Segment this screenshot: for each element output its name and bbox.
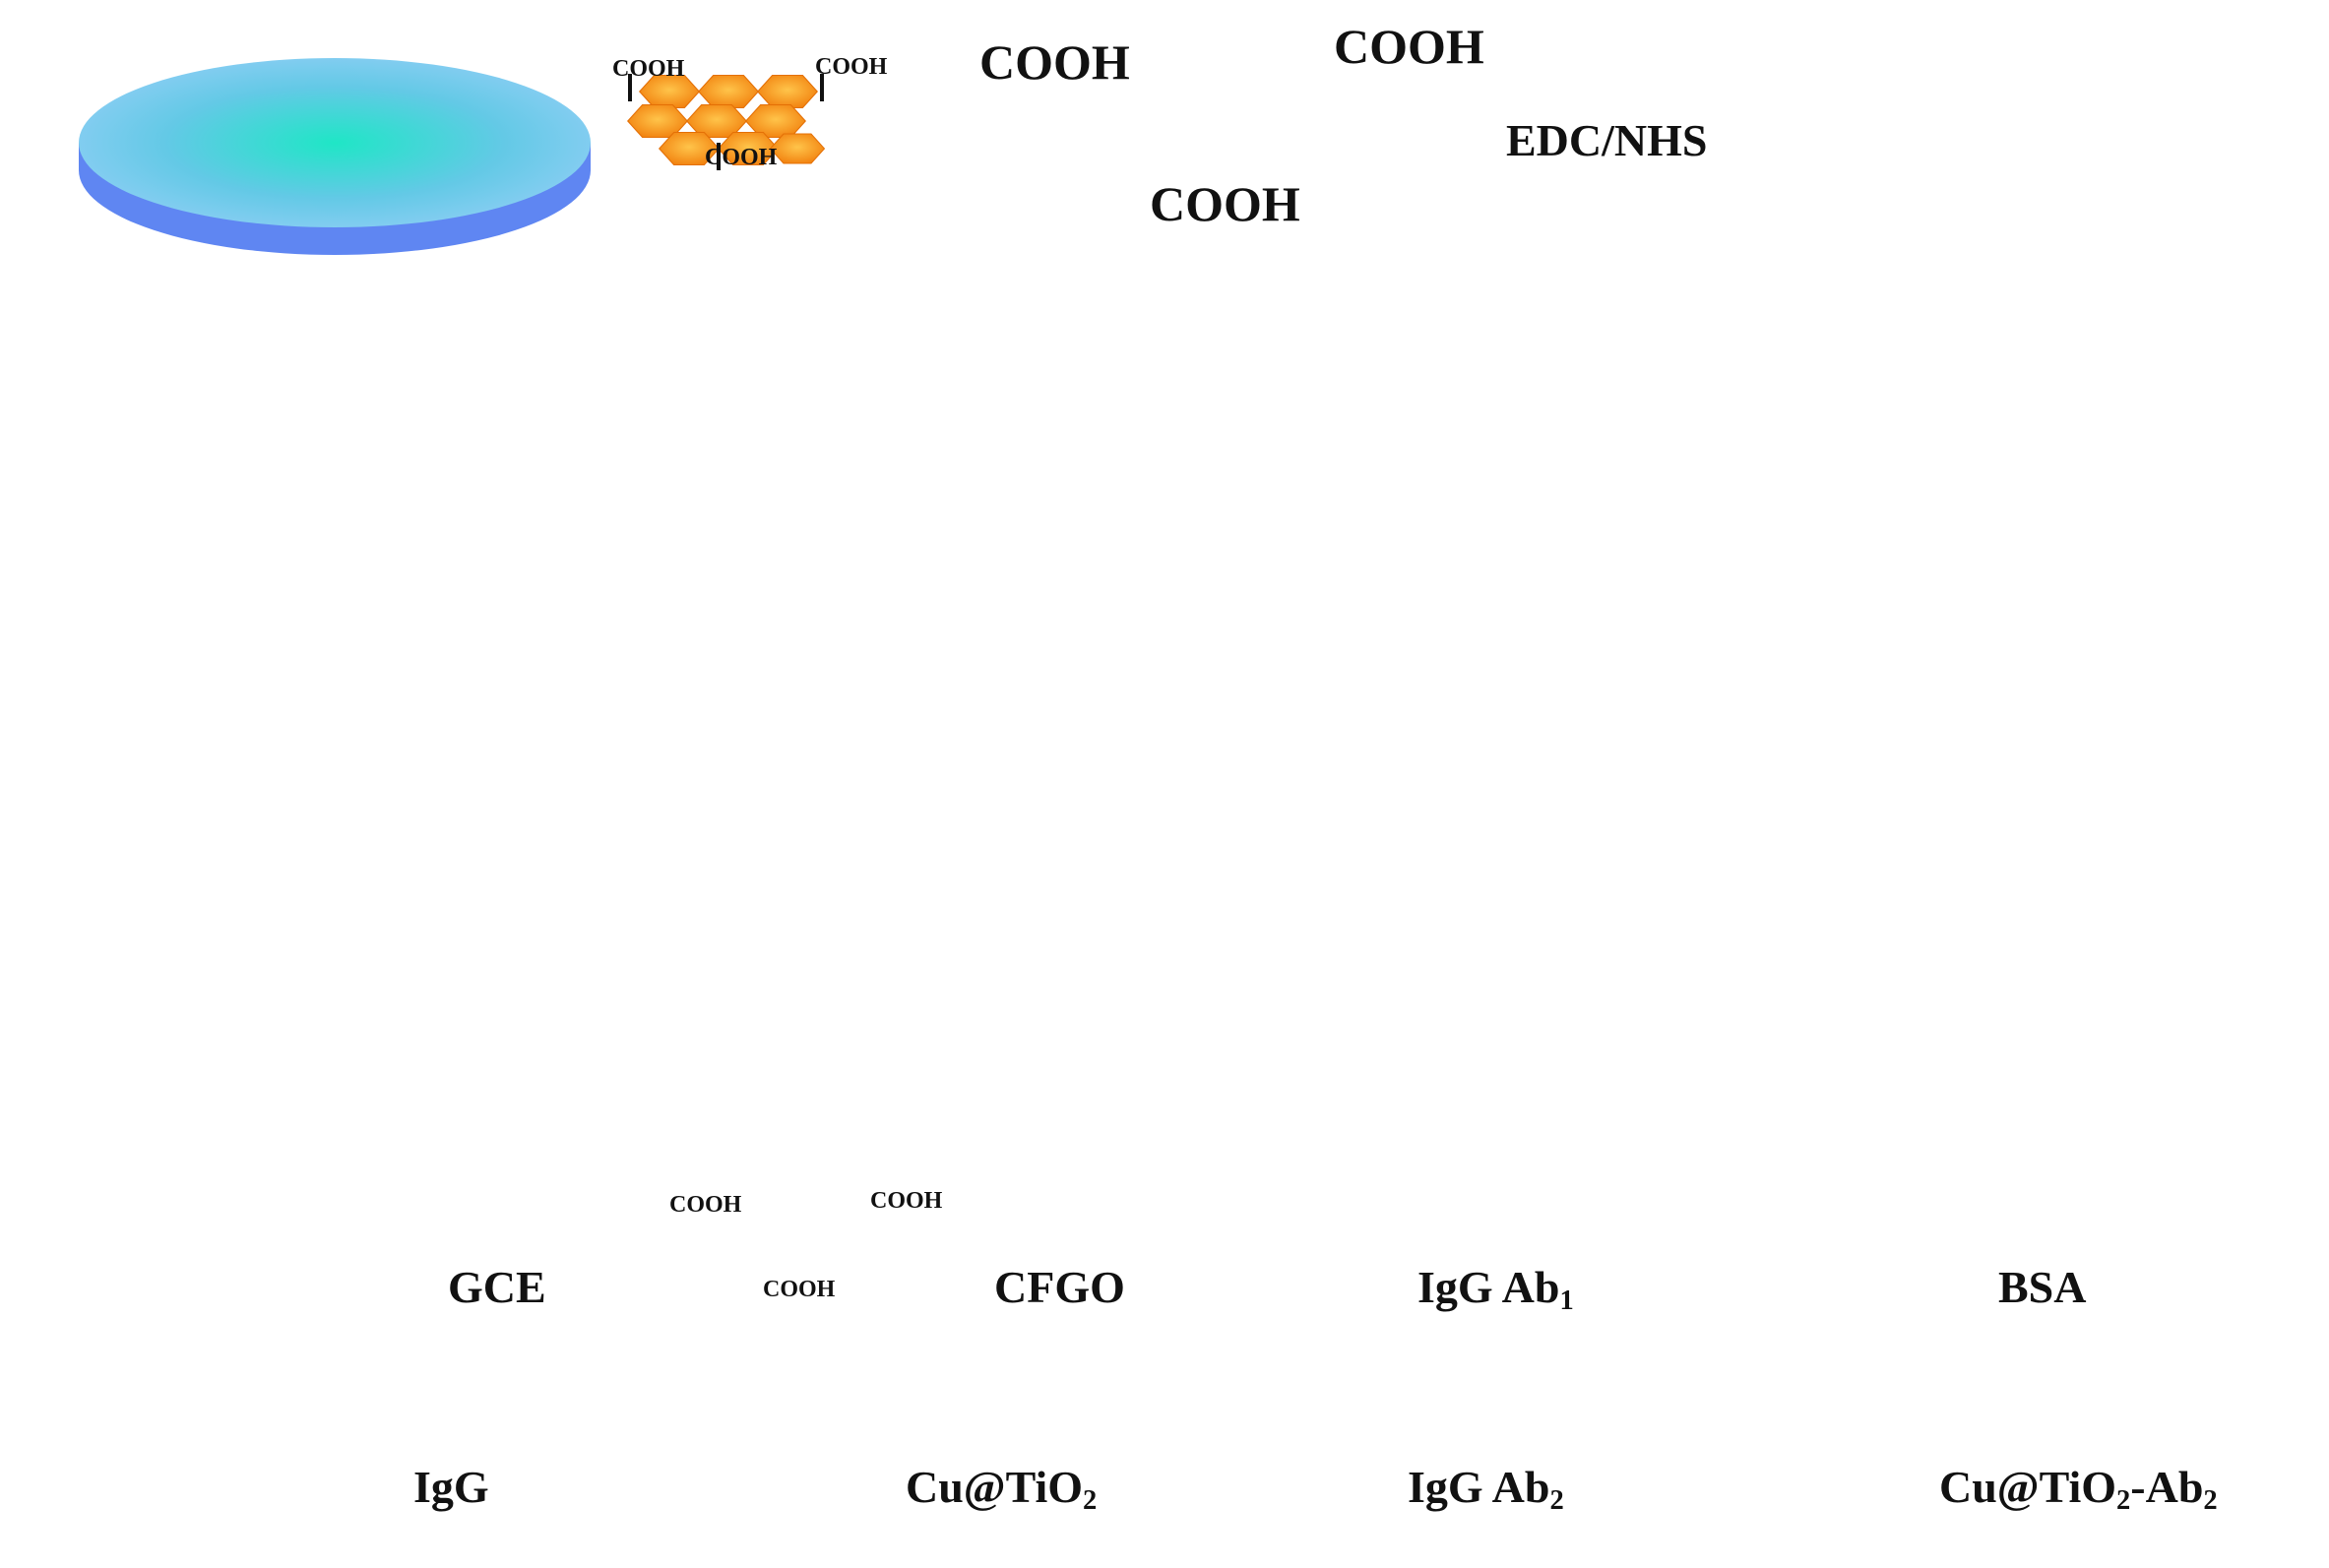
legend-bsa-label: BSA bbox=[1998, 1262, 2087, 1312]
legend-ab2-label: IgG Ab2 bbox=[1408, 1462, 1564, 1517]
legend-igg-label: IgG bbox=[413, 1462, 489, 1512]
cooh-label: COOH bbox=[1150, 176, 1300, 231]
cooh-label: COOH bbox=[1334, 19, 1484, 74]
cooh-label: COOH bbox=[815, 54, 888, 80]
cooh-label: COOH bbox=[870, 1188, 943, 1214]
legend-gce-label: GCE bbox=[448, 1262, 546, 1312]
cfgo-reagent bbox=[628, 74, 825, 170]
cooh-label: COOH bbox=[669, 1192, 742, 1218]
legend-ab1-label: IgG Ab1 bbox=[1417, 1262, 1574, 1317]
legend-cfgo-label: CFGO bbox=[994, 1262, 1125, 1312]
edc-nhs-label: EDC/NHS bbox=[1506, 115, 1708, 165]
cooh-label: COOH bbox=[979, 34, 1130, 90]
legend-cu-tio2-label: Cu@TiO2 bbox=[906, 1462, 1098, 1517]
cooh-label: COOH bbox=[763, 1277, 836, 1302]
cooh-label: COOH bbox=[612, 56, 685, 82]
legend-conjugate-label: Cu@TiO2-Ab2 bbox=[1939, 1462, 2218, 1517]
cooh-label: COOH bbox=[705, 145, 778, 170]
step-bare-gce bbox=[79, 58, 591, 255]
